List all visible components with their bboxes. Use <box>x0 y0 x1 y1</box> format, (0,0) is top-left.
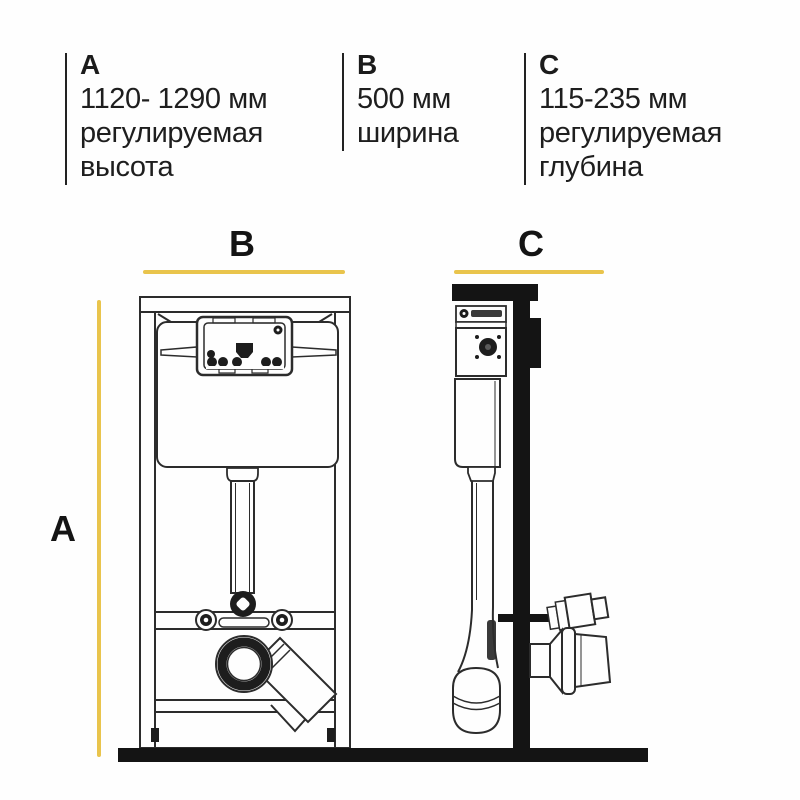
divider-b <box>342 53 344 151</box>
divider-a <box>65 53 67 185</box>
dimension-block-a: A 1120- 1290 мм регулируемая высота <box>80 48 268 184</box>
dimension-desc-a-1: регулируемая <box>80 117 263 149</box>
frame-front-view <box>139 296 351 749</box>
dimension-letter-a: A <box>80 49 101 80</box>
dimension-value-b: 500 мм <box>357 83 451 115</box>
diagram-label-c: C <box>518 223 544 264</box>
dimension-value-c: 115-235 мм <box>539 83 688 115</box>
dimension-desc-b: ширина <box>357 117 459 149</box>
floor-line <box>118 748 648 762</box>
dimension-letter-b: B <box>357 49 378 80</box>
frame-side-view <box>452 284 612 748</box>
dimension-desc-c-1: регулируемая <box>539 117 722 149</box>
dimension-desc-a-2: высота <box>80 151 174 183</box>
dimension-guide-a <box>97 300 101 757</box>
dimension-guide-c <box>454 270 604 274</box>
dimension-guide-b <box>143 270 345 274</box>
dimension-letter-c: C <box>539 49 560 80</box>
diagram-label-a: A <box>50 508 76 549</box>
divider-c <box>524 53 526 185</box>
dimension-desc-c-2: глубина <box>539 151 643 183</box>
dimension-block-c: C 115-235 мм регулируемая глубина <box>539 48 722 184</box>
dimension-block-b: B 500 мм ширина <box>357 48 459 150</box>
diagram-label-b: B <box>229 223 255 264</box>
dimension-value-a: 1120- 1290 мм <box>80 83 268 115</box>
